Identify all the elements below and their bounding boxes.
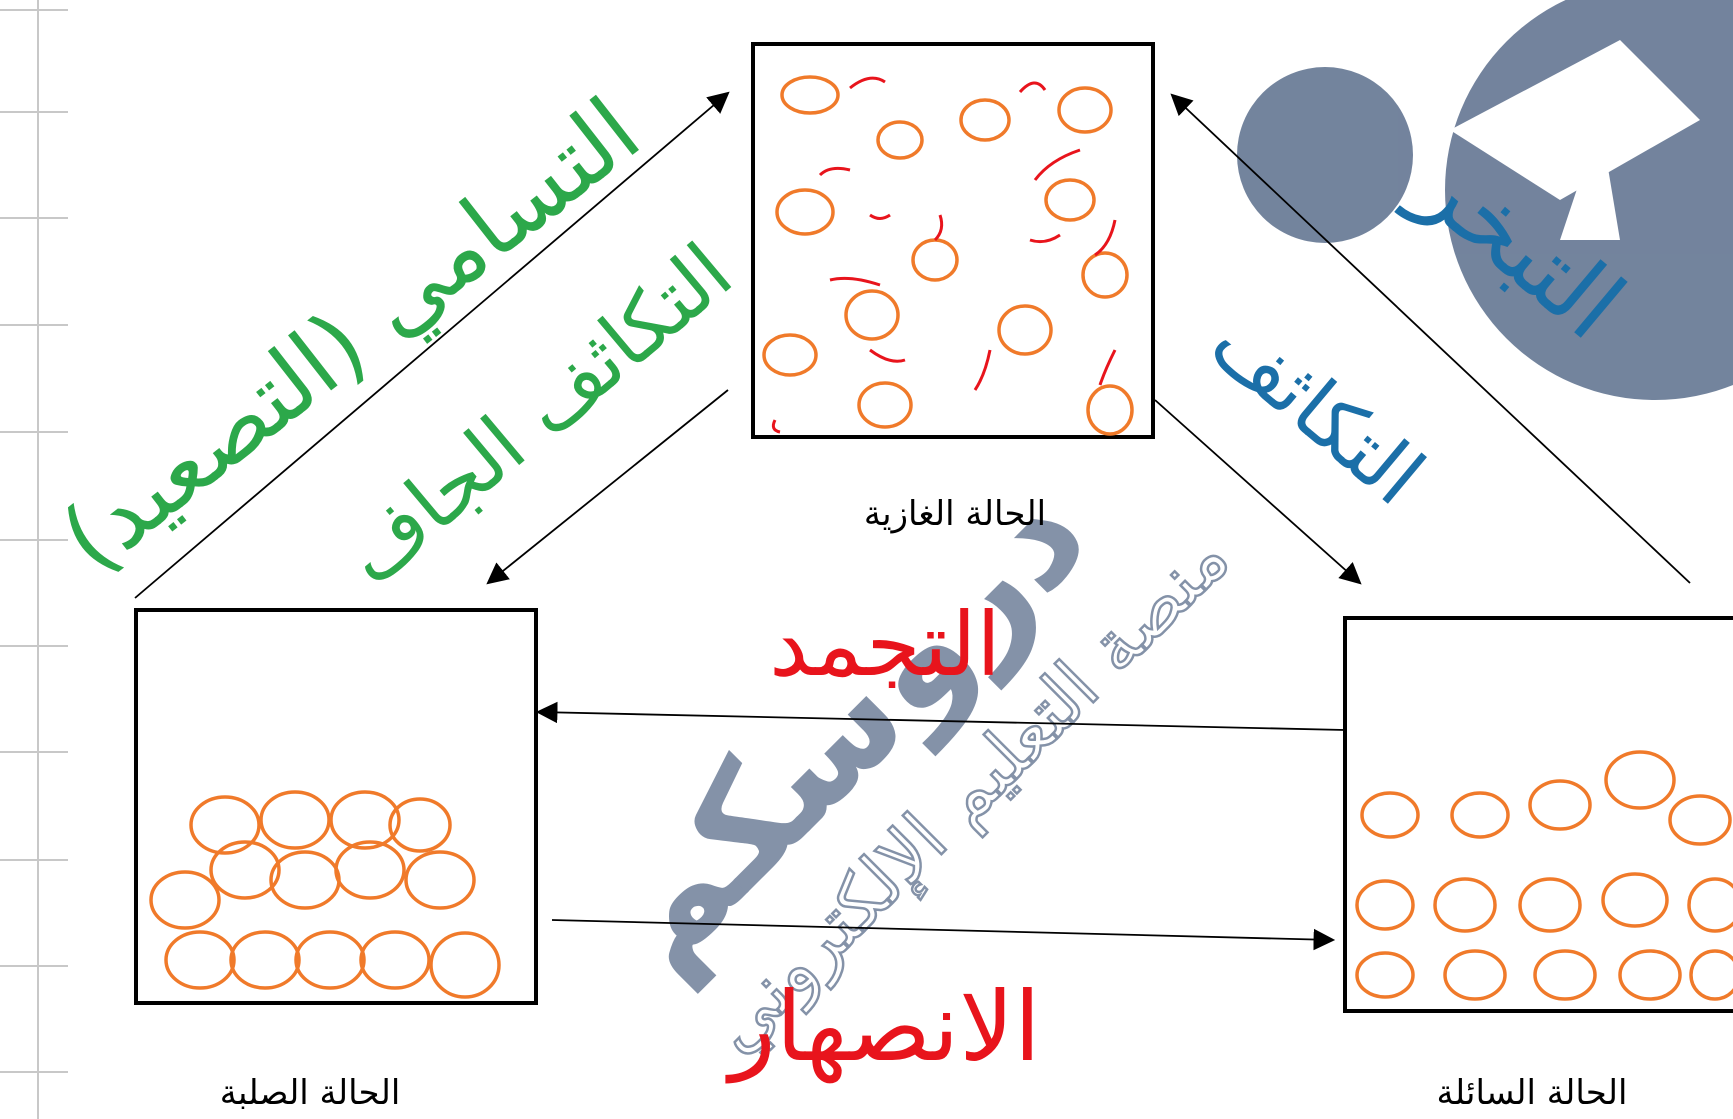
condensation-annotation: التكاثف [1194, 295, 1441, 523]
gas-motion-arrows [771, 76, 1117, 434]
liquid-box [1343, 616, 1733, 1013]
melting-annotation: الانصهار [725, 971, 1040, 1083]
sublimation-arrow [134, 91, 730, 599]
transition-arrows [134, 91, 1691, 951]
solid-state-label: الحالة الصلبة [220, 1073, 401, 1113]
freezing-arrow [535, 701, 1346, 731]
solid-box [134, 608, 538, 1005]
notebook-margin [0, 0, 68, 1119]
gas-particles [762, 75, 1134, 436]
watermark-logo [1237, 0, 1733, 400]
liquid-state-label: الحالة السائلة [1437, 1073, 1628, 1113]
solid-particles [149, 790, 501, 999]
deposition-arrow [486, 389, 729, 585]
freezing-annotation: التجمد [769, 593, 1001, 696]
melting-arrow [551, 919, 1336, 951]
evaporation-arrow [1170, 93, 1691, 584]
watermark-text: دروسكم منصة التعليم الإلكتروني [567, 447, 1247, 1070]
gas-box [751, 42, 1155, 439]
gas-state-label: الحالة الغازية [864, 494, 1046, 534]
liquid-particles [1355, 750, 1733, 1001]
condensation-arrow [1154, 399, 1362, 585]
